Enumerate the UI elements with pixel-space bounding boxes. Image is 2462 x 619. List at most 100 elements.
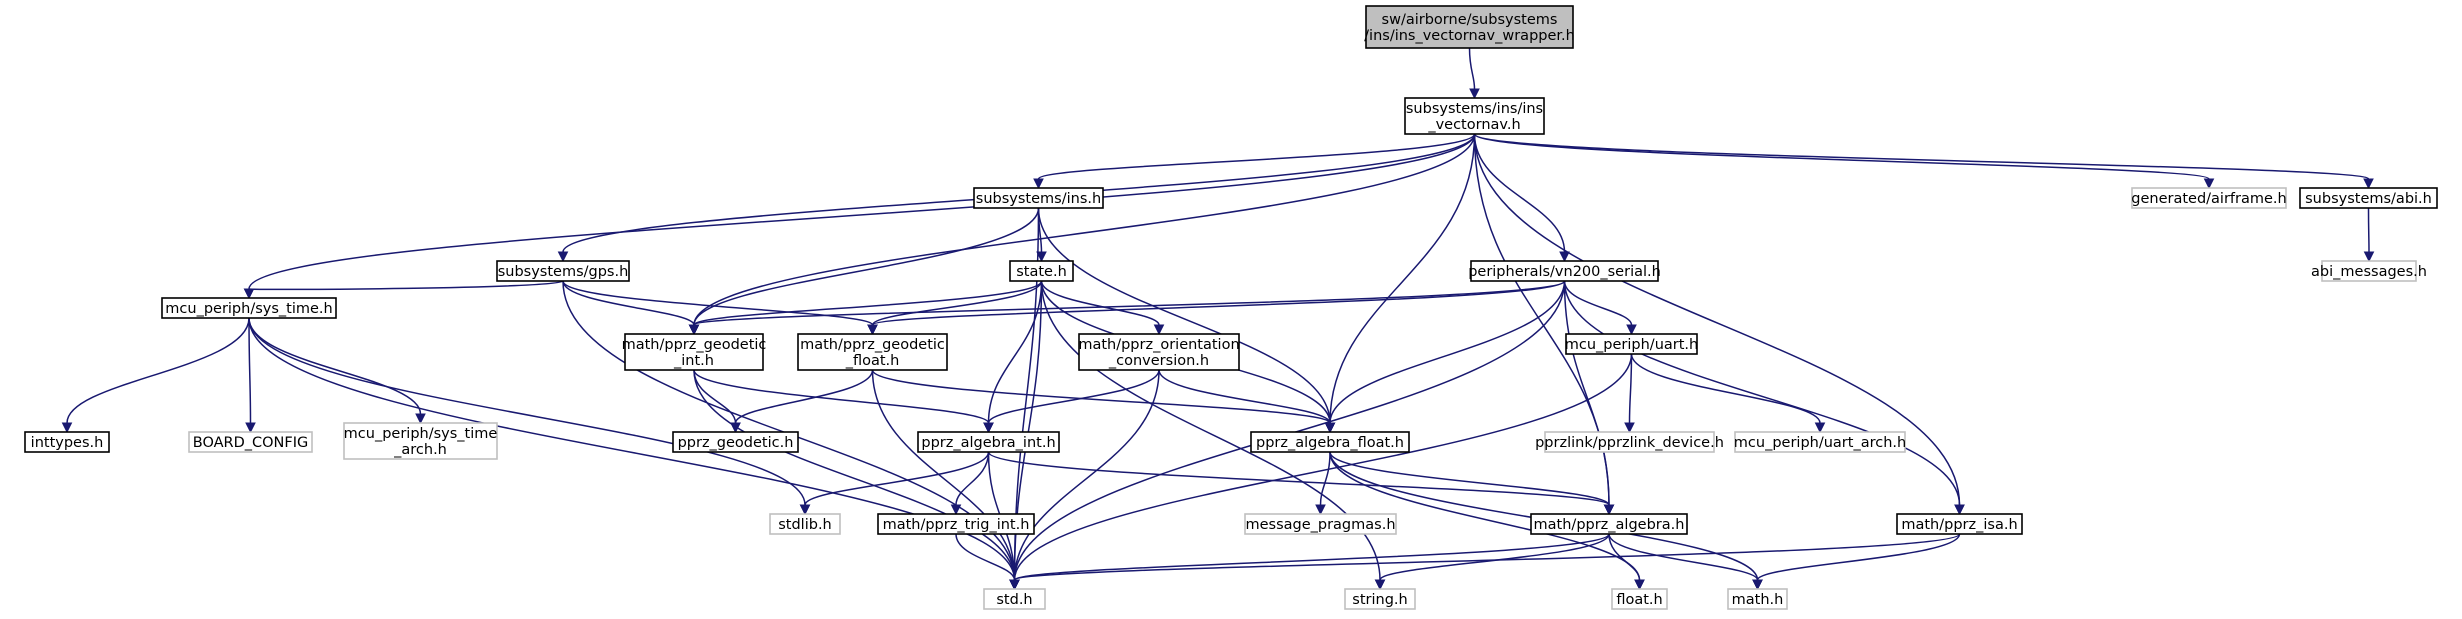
arrow-head-icon bbox=[245, 422, 256, 434]
node-isa[interactable]: math/pprz_isa.h bbox=[1896, 513, 2023, 535]
edge-line bbox=[871, 369, 1016, 581]
edge-algebra-to-floath bbox=[1608, 533, 1645, 591]
edge-line bbox=[693, 369, 990, 424]
edge-ins_vectornav-to-isa bbox=[1473, 133, 1965, 516]
node-sys_time_arch: mcu_periph/sys_time_arch.h bbox=[343, 422, 498, 460]
node-box bbox=[1250, 431, 1410, 453]
node-std: std.h bbox=[983, 588, 1046, 610]
arrow-head-icon bbox=[2363, 178, 2374, 190]
node-label: /ins/ins_vectornav_wrapper.h bbox=[1364, 28, 1575, 44]
node-trig_int[interactable]: math/pprz_trig_int.h bbox=[877, 513, 1035, 535]
edge-algebra_int-to-trig_int bbox=[950, 451, 990, 516]
node-label: pprz_geodetic.h bbox=[678, 435, 794, 451]
node-box bbox=[496, 260, 630, 282]
node-box bbox=[1611, 588, 1668, 610]
node-orientation[interactable]: math/pprz_orientation_conversion.h bbox=[1078, 333, 1240, 371]
edge-uart-to-pprzlink bbox=[1624, 353, 1635, 434]
edge-line bbox=[1608, 533, 1759, 581]
edge-line bbox=[1473, 133, 1566, 253]
node-box bbox=[2321, 260, 2417, 282]
edge-line bbox=[1013, 533, 1610, 581]
edge-line bbox=[955, 533, 1016, 581]
node-label: mcu_periph/sys_time bbox=[344, 426, 498, 442]
arrow-head-icon bbox=[557, 251, 569, 263]
edge-vn200-to-isa bbox=[1563, 280, 1965, 516]
node-inttypes[interactable]: inttypes.h bbox=[24, 431, 110, 453]
edge-line bbox=[987, 369, 1160, 424]
node-box bbox=[1544, 431, 1715, 453]
edge-algebra_float-to-algebra bbox=[1329, 451, 1615, 516]
arrow-head-icon bbox=[1634, 579, 1645, 591]
node-label: peripherals/vn200_serial.h bbox=[1468, 264, 1661, 280]
node-label: math/pprz_geodetic bbox=[622, 337, 767, 353]
edge-line bbox=[1628, 353, 1633, 424]
edge-state-to-geodetic_int bbox=[688, 280, 1043, 336]
edge-line bbox=[2367, 207, 2370, 253]
edge-ins_vectornav-to-abi bbox=[1473, 133, 2374, 190]
node-algebra_int[interactable]: pprz_algebra_int.h bbox=[917, 431, 1060, 453]
node-abi[interactable]: subsystems/abi.h bbox=[2299, 187, 2438, 209]
node-string: string.h bbox=[1344, 588, 1416, 610]
edge-line bbox=[693, 133, 1476, 326]
node-box bbox=[2299, 187, 2438, 209]
node-ins_vectornav[interactable]: subsystems/ins/ins_vectornav.h bbox=[1404, 97, 1545, 135]
node-uart_arch: mcu_periph/uart_arch.h bbox=[1734, 431, 1906, 453]
node-vn200[interactable]: peripherals/vn200_serial.h bbox=[1468, 260, 1661, 282]
edge-line bbox=[871, 280, 1043, 326]
node-msg_pragmas: message_pragmas.h bbox=[1244, 513, 1397, 535]
edge-line bbox=[1158, 369, 1331, 424]
node-label: _float.h bbox=[845, 353, 900, 369]
arrow-head-icon bbox=[1603, 504, 1615, 516]
node-geodetic_float[interactable]: math/pprz_geodetic_float.h bbox=[797, 333, 948, 371]
node-state[interactable]: state.h bbox=[1009, 260, 1074, 282]
edge-line bbox=[1756, 533, 1961, 581]
edge-line bbox=[693, 280, 1566, 326]
node-box bbox=[983, 588, 1046, 610]
node-gps[interactable]: subsystems/gps.h bbox=[496, 260, 630, 282]
node-geodetic[interactable]: pprz_geodetic.h bbox=[672, 431, 799, 453]
arrow-head-icon bbox=[243, 288, 255, 300]
node-label: std.h bbox=[996, 592, 1032, 608]
edge-line bbox=[987, 280, 1043, 424]
edge-geodetic_float-to-std bbox=[871, 369, 1020, 591]
edge-line bbox=[987, 451, 1610, 506]
edge-line bbox=[562, 280, 1016, 581]
edge-algebra_float-to-msg_pragmas bbox=[1315, 451, 1331, 516]
node-uart[interactable]: mcu_periph/uart.h bbox=[1565, 333, 1698, 355]
edge-line bbox=[955, 451, 990, 506]
edge-line bbox=[1563, 280, 1961, 506]
node-label: message_pragmas.h bbox=[1245, 517, 1395, 533]
arrow-head-icon bbox=[1814, 422, 1826, 434]
node-label: math/pprz_algebra.h bbox=[1534, 517, 1685, 533]
node-geodetic_int[interactable]: math/pprz_geodetic_int.h bbox=[622, 333, 767, 371]
node-algebra_float[interactable]: pprz_algebra_float.h bbox=[1250, 431, 1410, 453]
node-ins[interactable]: subsystems/ins.h bbox=[973, 187, 1104, 209]
node-label: inttypes.h bbox=[31, 435, 104, 451]
edge-line bbox=[1473, 133, 2370, 180]
edge-vn200-to-geodetic_int bbox=[688, 280, 1566, 336]
node-wrapper[interactable]: sw/airborne/subsystems/ins/ins_vectornav… bbox=[1364, 5, 1575, 49]
edge-line bbox=[1563, 280, 1633, 326]
node-box bbox=[1404, 97, 1545, 135]
node-box bbox=[1344, 588, 1416, 610]
arrow-head-icon bbox=[1036, 251, 1047, 263]
node-stdlib: stdlib.h bbox=[769, 513, 841, 535]
edge-state-to-algebra_int bbox=[983, 280, 1043, 434]
edge-state-to-orientation bbox=[1040, 280, 1165, 336]
node-sys_time[interactable]: mcu_periph/sys_time.h bbox=[161, 297, 337, 319]
arrow-head-icon bbox=[1374, 579, 1386, 591]
node-layer: sw/airborne/subsystems/ins/ins_vectornav… bbox=[24, 5, 2438, 610]
edge-line bbox=[1608, 533, 1641, 581]
edge-orientation-to-algebra_int bbox=[983, 369, 1160, 434]
node-label: pprz_algebra_float.h bbox=[1256, 435, 1404, 451]
edge-line bbox=[693, 369, 1016, 581]
node-airframe: generated/airframe.h bbox=[2131, 187, 2287, 209]
node-label: float.h bbox=[1616, 592, 1662, 608]
edge-geodetic_float-to-algebra_float bbox=[871, 369, 1336, 434]
node-algebra[interactable]: math/pprz_algebra.h bbox=[1530, 513, 1688, 535]
node-label: math/pprz_trig_int.h bbox=[883, 517, 1030, 533]
edge-line bbox=[562, 280, 695, 326]
node-box bbox=[343, 422, 498, 460]
edge-line bbox=[248, 317, 806, 506]
